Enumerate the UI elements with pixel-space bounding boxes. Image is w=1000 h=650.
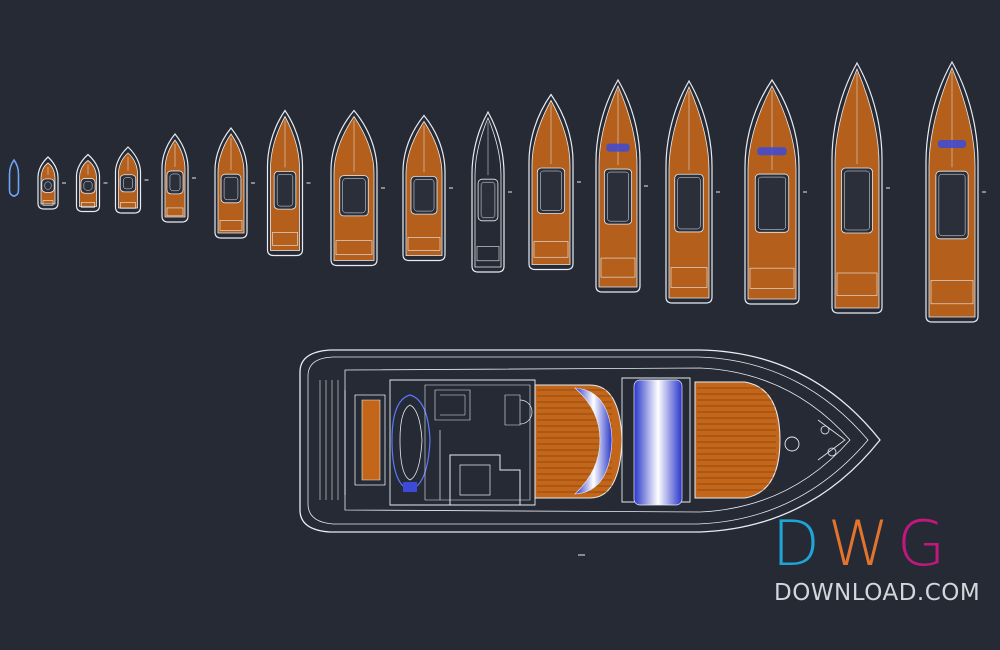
boat-plan xyxy=(75,153,108,213)
anchor-hatch xyxy=(784,436,800,452)
logo-letter-w: W xyxy=(827,507,892,580)
windshield-glass-aft xyxy=(574,387,613,495)
boat-plan xyxy=(8,158,20,197)
salon-outline xyxy=(389,379,536,506)
boat-plan xyxy=(528,93,581,271)
boat-plan xyxy=(925,60,986,323)
logo-letters: D W G xyxy=(772,508,962,580)
boat-plan xyxy=(744,78,807,305)
tender-engine xyxy=(403,482,417,492)
boat-plan xyxy=(330,109,385,267)
boat-plan xyxy=(471,110,512,273)
dwg-download-logo: D W G DOWNLOAD.COM xyxy=(772,508,981,618)
logo-subtitle: DOWNLOAD.COM xyxy=(774,580,981,606)
large-yacht-top-view xyxy=(299,349,881,556)
boat-plan xyxy=(114,146,149,214)
teak-deck-fore xyxy=(694,381,781,499)
boat-plan xyxy=(402,114,453,262)
tender-outline xyxy=(391,394,431,491)
boat-plan xyxy=(37,156,66,210)
lounge-seating xyxy=(449,454,521,506)
small-boat-plans-row xyxy=(8,60,986,323)
hull-outline xyxy=(299,349,881,533)
logo-letter-g: G xyxy=(897,507,948,580)
boat-plan xyxy=(161,133,196,223)
logo-letter-d: D xyxy=(772,507,822,580)
boat-plan xyxy=(831,61,890,314)
boat-plan xyxy=(595,78,648,293)
cabin-top xyxy=(621,377,691,503)
windshield-glass-fore xyxy=(633,379,683,506)
boat-plan xyxy=(266,109,311,257)
boat-plan xyxy=(214,127,255,239)
boat-plan xyxy=(665,79,720,304)
